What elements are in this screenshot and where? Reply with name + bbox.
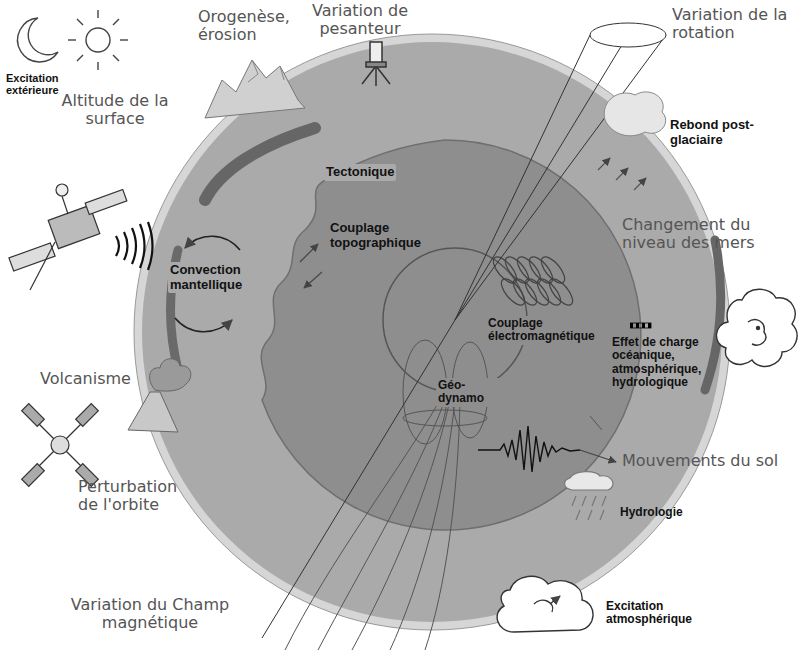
measurement-label: Changement du niveau des mers [622,216,797,252]
process-label: Rebond post-glaciaire [670,118,785,147]
rain [565,472,613,520]
measurement-label: Variation du Champ magnétique [70,596,230,632]
volcano [128,359,191,432]
seismogram [478,416,616,472]
process-label: Géo-dynamo [436,378,500,407]
gravimeter [362,42,390,86]
rotation-axis [262,23,666,638]
coupling-arrows [300,244,322,288]
process-label: Hydrologie [620,506,683,519]
measurement-label: Variation de pesanteur [300,2,420,38]
measurement-label: Variation de la rotation [672,6,797,42]
process-label: Convection mantellique [168,262,267,293]
process-label: Excitation atmosphérique [606,600,716,627]
satellite [22,404,99,487]
process-label: Couplage topographique [328,220,432,251]
measurement-label: Altitude de la surface [40,92,190,128]
coil-symbol [489,253,576,309]
mountains [205,60,305,118]
measurement-label: Volcanisme [40,370,131,388]
earth [134,34,730,630]
glacier [598,92,666,190]
wind-cloud [716,289,797,366]
process-label: Tectonique [324,164,396,181]
cloud [497,576,593,632]
moon-sun [18,10,128,70]
measurement-label: Perturbation de l'orbite [78,478,198,514]
process-label: Effet de charge océanique, atmosphérique… [612,336,724,390]
process-label: Couplage électromagnétique [486,316,630,345]
satellite [9,184,153,290]
measurement-label: Orogenèse, érosion [198,8,298,44]
measurement-label: Mouvements du sol [622,452,778,470]
